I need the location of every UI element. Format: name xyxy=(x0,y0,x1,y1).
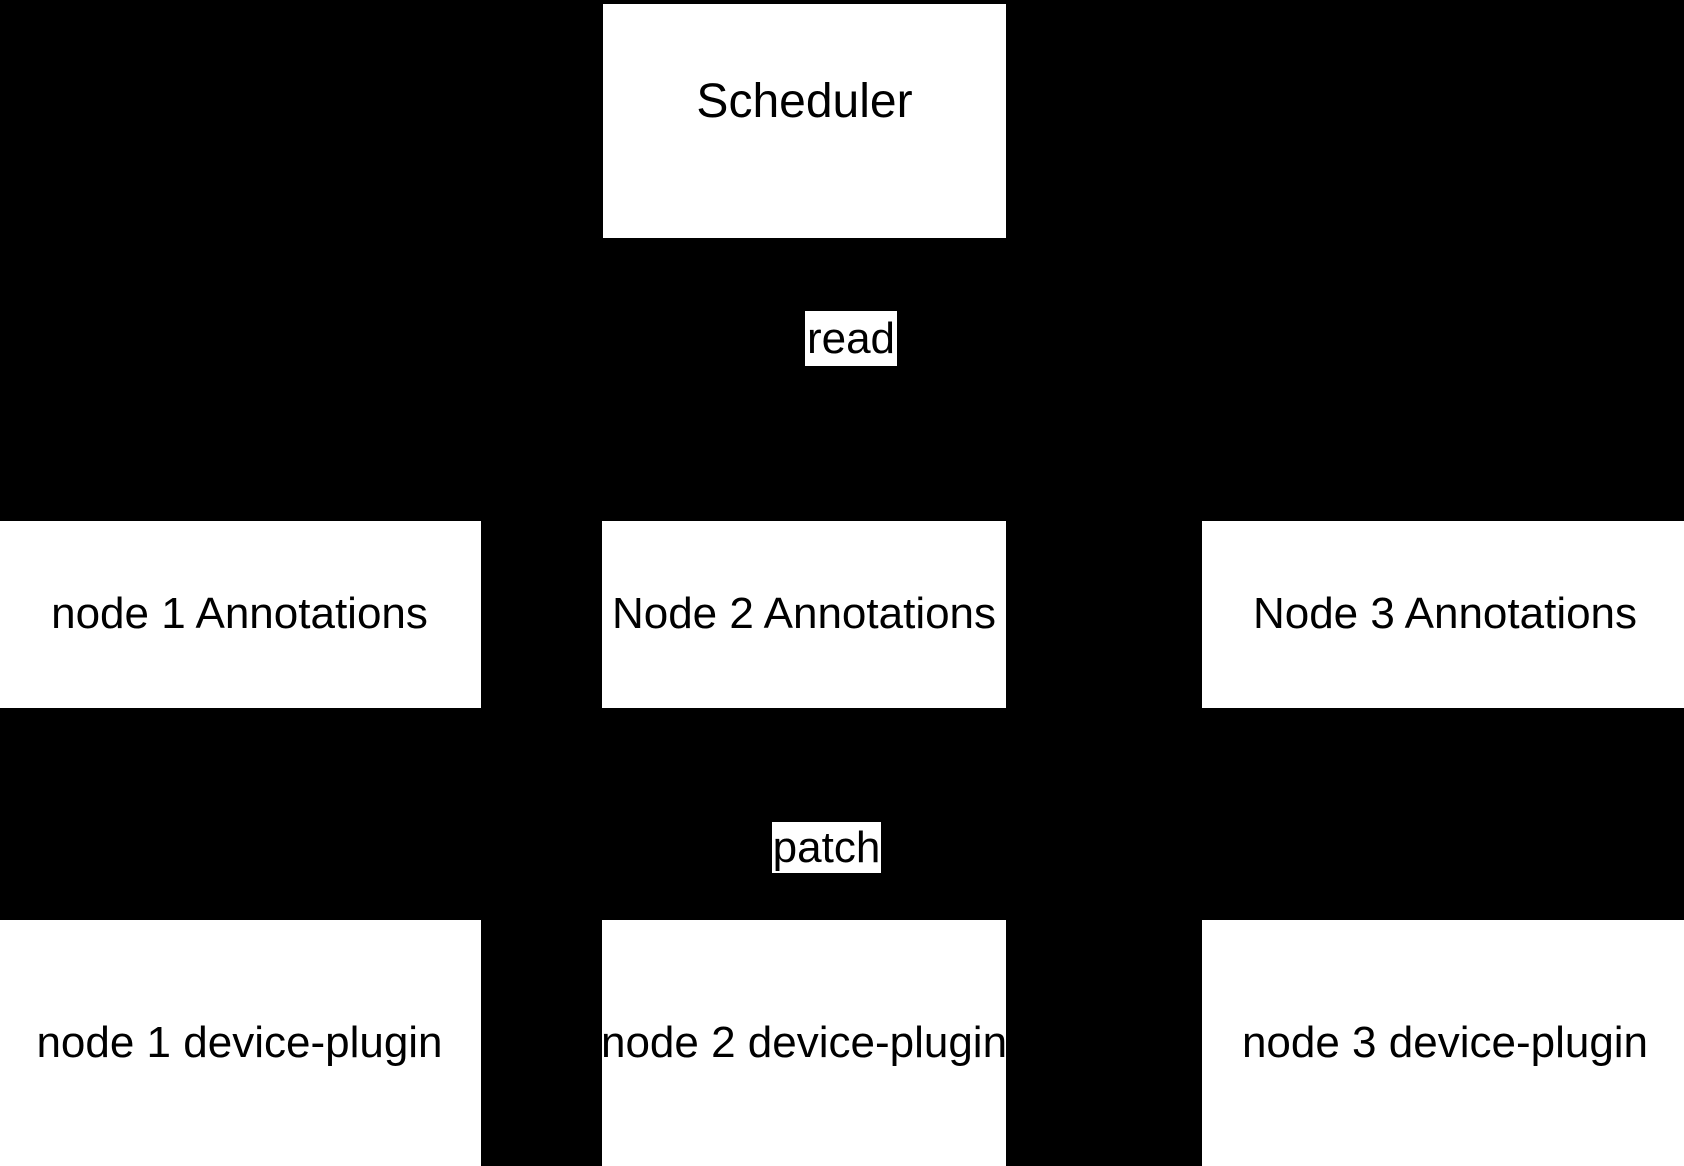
node-1-device-plugin-box[interactable]: node 1 device-plugin xyxy=(0,920,481,1166)
node-1-annotations-box[interactable]: node 1 Annotations xyxy=(0,521,481,708)
node-3-annotations-box[interactable]: Node 3 Annotations xyxy=(1202,521,1684,708)
edge-label-read-text: read xyxy=(806,313,896,363)
edge-label-read: read xyxy=(805,311,897,366)
node-1-annotations-label: node 1 Annotations xyxy=(51,589,428,639)
node-2-device-plugin-box[interactable]: node 2 device-plugin xyxy=(602,920,1006,1166)
node-2-annotations-box[interactable]: Node 2 Annotations xyxy=(602,521,1006,708)
node-1-device-plugin-label: node 1 device-plugin xyxy=(36,1017,443,1067)
edge-label-patch-text: patch xyxy=(772,822,881,872)
node-2-device-plugin-label: node 2 device-plugin xyxy=(602,1017,1006,1067)
node-2-annotations-label: Node 2 Annotations xyxy=(611,589,997,639)
scheduler-label: Scheduler xyxy=(696,75,913,128)
node-3-device-plugin-label: node 3 device-plugin xyxy=(1241,1017,1649,1067)
scheduler-box[interactable]: Scheduler xyxy=(603,4,1006,238)
node-3-annotations-label: Node 3 Annotations xyxy=(1252,589,1638,639)
node-3-device-plugin-box[interactable]: node 3 device-plugin xyxy=(1202,920,1684,1166)
edge-label-patch: patch xyxy=(772,822,881,873)
